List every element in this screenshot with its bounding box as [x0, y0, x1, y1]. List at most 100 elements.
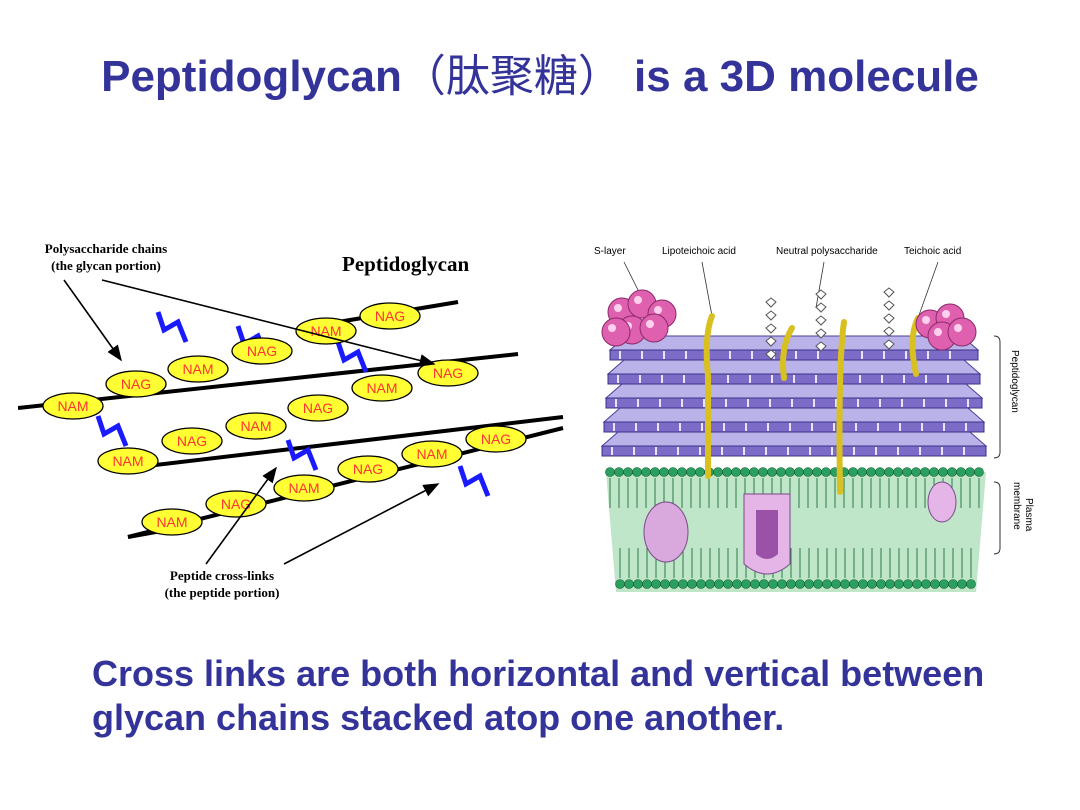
peptidoglycan-sheet-edge — [603, 421, 985, 433]
lipid-head — [696, 579, 706, 589]
label-teichoic-acid: Teichoic acid — [904, 246, 961, 257]
sugar-nag: NAG — [105, 370, 167, 398]
sugar-nag: NAG — [359, 302, 421, 330]
sugar-ellipse — [295, 317, 357, 345]
lipid-head — [938, 467, 948, 477]
lipid-head — [939, 579, 949, 589]
lipid-head — [821, 467, 831, 477]
lipid-head — [633, 579, 643, 589]
label-neutral-polysaccharide: Neutral polysaccharide — [776, 246, 878, 257]
body-text: Cross links are both horizontal and vert… — [92, 653, 985, 738]
cell-wall-3d-diagram: S-layer Lipoteichoic acid Neutral polysa… — [594, 246, 1034, 592]
label-leader-lines — [623, 261, 939, 319]
lipid-head — [858, 579, 868, 589]
label-lipoteichoic-acid: Lipoteichoic acid — [662, 246, 736, 257]
lipid-head — [804, 579, 814, 589]
s-layer-highlight — [942, 310, 950, 318]
peptidoglycan-sheet — [602, 407, 986, 423]
s-layer-sphere — [639, 313, 669, 343]
lipid-head — [893, 467, 903, 477]
sugar-nam: NAM — [42, 392, 104, 420]
s-layer-sphere — [601, 317, 631, 347]
callout-glycan-line2: (the glycan portion) — [51, 258, 161, 273]
lipid-head — [912, 579, 922, 589]
lipid-head — [705, 579, 715, 589]
sugar-ellipse — [225, 412, 287, 440]
lipid-head — [750, 579, 760, 589]
lipid-head — [866, 467, 876, 477]
lipid-head — [948, 579, 958, 589]
sugar-nam: NAM — [351, 374, 413, 402]
sugar-ring — [883, 326, 895, 337]
sugar-label: NAM — [240, 418, 271, 434]
lipid-head — [903, 579, 913, 589]
lipid-head — [732, 579, 742, 589]
sugar-ellipse — [401, 440, 463, 468]
lipid-head — [875, 467, 885, 477]
sugar-ellipse — [359, 302, 421, 330]
lipid-head — [687, 579, 697, 589]
sugar-label: NAG — [247, 343, 277, 359]
lipid-head — [695, 467, 705, 477]
s-layer-highlight — [646, 320, 654, 328]
sugar-ring — [883, 339, 895, 350]
lipid-head — [921, 579, 931, 589]
lipid-head — [929, 467, 939, 477]
sugar-ring — [883, 313, 895, 324]
crosslink — [457, 465, 491, 497]
sugar-nag: NAG — [465, 425, 527, 453]
lipid-head — [822, 579, 832, 589]
lipid-head — [857, 467, 867, 477]
peptidoglycan-sheet-edge — [601, 445, 987, 457]
peptidoglycan-sheet — [608, 335, 980, 351]
sugar-units: NAMNAGNAMNAGNAMNAGNAMNAGNAMNAGNAMNAGNAMN… — [42, 302, 527, 536]
sugar-label: NAG — [353, 461, 383, 477]
sugar-label: NAG — [177, 433, 207, 449]
title-suffix: is a 3D molecule — [621, 52, 979, 101]
sugar-ring — [765, 349, 777, 360]
sugar-nam: NAM — [141, 508, 203, 536]
lipid-head — [840, 579, 850, 589]
lipid-head — [876, 579, 886, 589]
lipid-head — [741, 579, 751, 589]
peptidoglycan-sheet — [600, 431, 988, 447]
peptidoglycan-sheet — [606, 359, 982, 375]
diagram-heading: Peptidoglycan — [342, 252, 469, 276]
lipid-head — [848, 467, 858, 477]
callout-peptide-line1: Peptide cross-links — [170, 568, 274, 583]
side-label-plasma: Plasma — [1023, 498, 1034, 532]
lipid-head — [894, 579, 904, 589]
lipid-head — [803, 467, 813, 477]
sugar-nag: NAG — [287, 394, 349, 422]
sugar-label: NAM — [182, 361, 213, 377]
sugar-ellipse — [105, 370, 167, 398]
lipid-head — [623, 467, 633, 477]
sugar-ellipse — [351, 374, 413, 402]
sugar-ellipse — [465, 425, 527, 453]
sugar-ring — [815, 315, 827, 326]
lipid-head — [723, 579, 733, 589]
s-layer-highlight — [954, 324, 962, 332]
sugar-label: NAM — [112, 453, 143, 469]
lipid-head — [812, 467, 822, 477]
sugar-ring — [815, 328, 827, 339]
sugar-label: NAG — [433, 365, 463, 381]
lipid-head — [795, 579, 805, 589]
peptidoglycan-lattice-diagram: NAMNAGNAMNAGNAMNAGNAMNAGNAMNAGNAMNAGNAMN… — [18, 241, 564, 600]
lipid-head — [642, 579, 652, 589]
lipid-head — [947, 467, 957, 477]
sugar-ring — [815, 302, 827, 313]
sugar-label: NAM — [57, 398, 88, 414]
lipid-head — [777, 579, 787, 589]
lipid-head — [758, 467, 768, 477]
sugar-nag: NAG — [231, 337, 293, 365]
sugar-label: NAM — [416, 446, 447, 462]
peptidoglycan-sheet-edge — [605, 397, 983, 409]
sugar-nam: NAM — [225, 412, 287, 440]
lipid-head — [605, 467, 615, 477]
lipid-head — [714, 579, 724, 589]
lipid-head — [615, 579, 625, 589]
s-layer-highlight — [922, 316, 930, 324]
sugar-label: NAG — [481, 431, 511, 447]
lipid-head — [768, 579, 778, 589]
